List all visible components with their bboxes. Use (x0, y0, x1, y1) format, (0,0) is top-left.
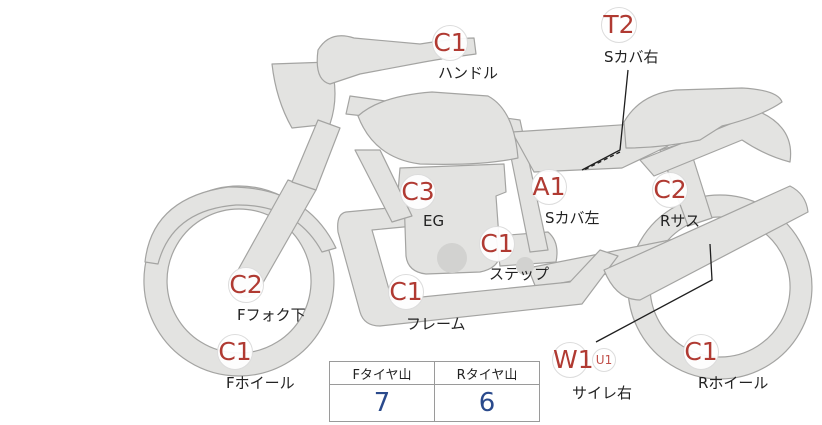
part-label-handle: ハンドル (438, 64, 499, 82)
part-label-rear-wheel: Rホイール (698, 374, 769, 392)
part-label-side-cover-right: Sカバ右 (604, 48, 659, 66)
leader-line-silencer (595, 243, 713, 343)
damage-code-badge: C1 (217, 334, 253, 370)
seat-shape (623, 87, 783, 149)
fuel-tank-shape (357, 91, 519, 165)
damage-code-badge: C2 (228, 267, 264, 303)
damage-code-badge: C2 (652, 172, 688, 208)
part-label-engine: EG (423, 212, 445, 230)
step-dot (516, 257, 534, 275)
muffler-shape (603, 185, 809, 301)
front-tire-header: Fタイヤ山 (329, 361, 435, 385)
frame-loop-shape (337, 205, 619, 327)
fork-upper-shape (291, 119, 341, 191)
damage-code-badge: C1 (683, 334, 719, 370)
part-label-silencer-right: サイレ右 (572, 384, 633, 402)
part-label-frame: フレーム (406, 315, 466, 333)
rear-fender-shape (639, 111, 792, 177)
engine-cover-dot (437, 243, 467, 273)
rear-tire-header: Rタイヤ山 (434, 361, 540, 385)
leader-line-side-cover-right (581, 69, 629, 171)
part-label-rear-suspension: Rサス (660, 212, 701, 230)
rear-tire-value: 6 (434, 384, 540, 422)
part-label-front-fork-lower: Fフォク下 (237, 306, 306, 324)
part-label-side-cover-left: Sカバ左 (545, 209, 600, 227)
down-tube-shape (354, 149, 413, 223)
damage-code-badge: C3 (400, 174, 436, 210)
damage-code-badge: C1 (388, 274, 424, 310)
front-tire-value: 7 (329, 384, 435, 422)
sub-damage-code-badge: U1 (592, 348, 616, 372)
part-label-step: ステップ (489, 265, 550, 283)
damage-code-badge: T2 (601, 7, 637, 43)
damage-code-badge: W1 (552, 342, 594, 378)
damage-code-badge: C1 (479, 226, 515, 262)
damage-code-badge: C1 (432, 25, 468, 61)
damage-code-badge: A1 (531, 169, 567, 205)
tire-tread-table: Fタイヤ山 Rタイヤ山 7 6 (329, 361, 540, 422)
part-label-front-wheel: Fホイール (226, 374, 295, 392)
